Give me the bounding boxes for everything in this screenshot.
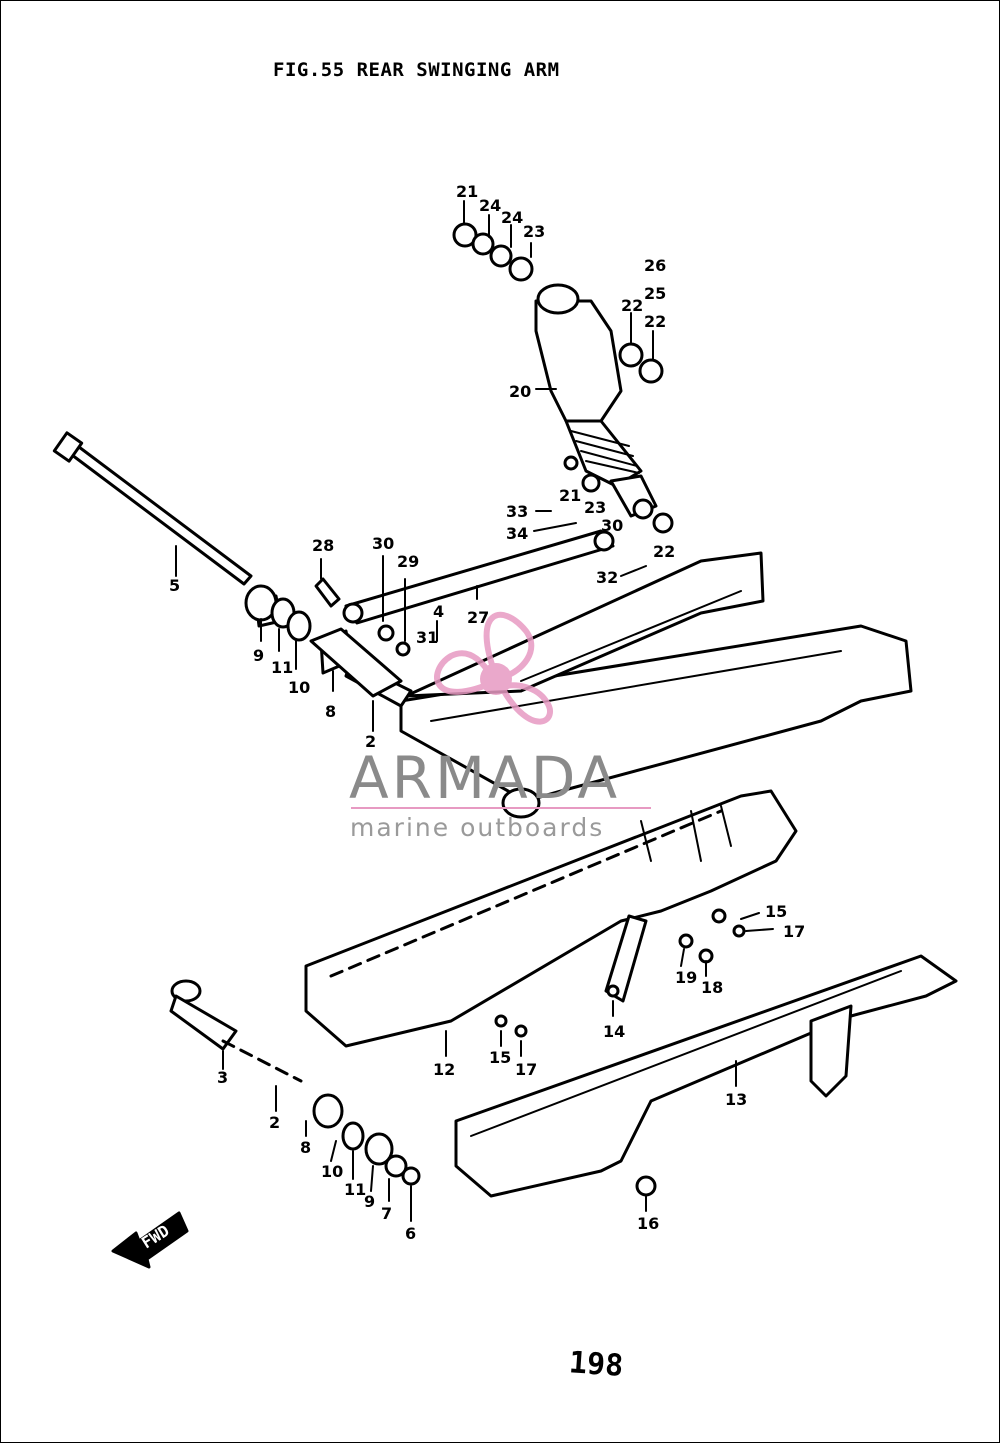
torque-link [342,529,615,625]
page-number: 198 [567,1345,625,1384]
callout-34: 34 [506,524,528,543]
callout-5: 5 [169,576,180,595]
callout-6: 6 [405,1224,416,1243]
small-bolts [314,577,411,657]
callout-21: 21 [456,182,478,201]
callout-2: 2 [269,1113,280,1132]
callout-23: 23 [584,498,606,517]
callout-10: 10 [288,678,310,697]
watermark-tagline: marine outboards [350,813,605,842]
callout-29: 29 [397,552,419,571]
callout-22: 22 [644,312,666,331]
callout-18: 18 [701,978,723,997]
callout-10: 10 [321,1162,343,1181]
callout-30: 30 [372,534,394,553]
callout-24: 24 [501,208,523,227]
figure-title: FIG.55 REAR SWINGING ARM [273,59,560,81]
pivot-shaft [52,431,253,586]
callout-12: 12 [433,1060,455,1079]
callout-31: 31 [416,628,438,647]
chain-case-fasteners [494,908,746,1197]
watermark-divider [351,807,651,809]
callout-19: 19 [675,968,697,987]
forward-direction-arrow: FWD [111,1211,189,1269]
callout-20: 20 [509,382,531,401]
callout-24: 24 [479,196,501,215]
callout-26: 26 [644,256,666,275]
shock-absorber [534,283,658,518]
callout-22: 22 [621,296,643,315]
callout-7: 7 [381,1204,392,1223]
callout-25: 25 [644,284,666,303]
leader-lines [175,200,774,1222]
shock-top-washers [452,222,674,534]
callout-8: 8 [300,1138,311,1157]
callout-11: 11 [344,1180,366,1199]
chain-case-lower [454,954,958,1198]
watermark-brand: ARMADA [349,744,621,812]
callout-16: 16 [637,1214,659,1233]
callout-32: 32 [596,568,618,587]
callout-15: 15 [489,1048,511,1067]
chain-case-upper [304,789,798,1048]
callout-labels: 21 24 24 23 26 25 22 22 20 21 23 33 34 3… [169,182,805,1243]
callout-15: 15 [765,902,787,921]
watermark-propeller-logo [434,611,553,725]
callout-21: 21 [559,486,581,505]
callout-28: 28 [312,536,334,555]
callout-9: 9 [253,646,264,665]
callout-3: 3 [217,1068,228,1087]
callout-17: 17 [515,1060,537,1079]
callout-9: 9 [364,1192,375,1211]
callout-2: 2 [365,732,376,751]
callout-23: 23 [523,222,545,241]
callout-22: 22 [653,542,675,561]
callout-13: 13 [725,1090,747,1109]
callout-30: 30 [601,516,623,535]
callout-14: 14 [603,1022,625,1041]
callout-33: 33 [506,502,528,521]
pivot-parts-left-lower [169,979,421,1186]
callout-11: 11 [271,658,293,677]
callout-17: 17 [783,922,805,941]
callout-27: 27 [467,608,489,627]
callout-8: 8 [325,702,336,721]
callout-4: 4 [433,602,444,621]
